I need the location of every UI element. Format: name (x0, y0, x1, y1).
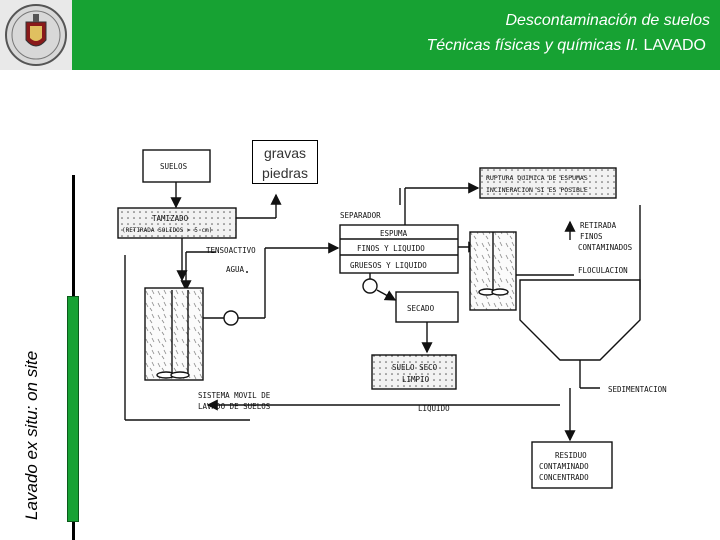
label-sistema-1: SISTEMA MOVIL DE (198, 391, 271, 400)
label-tamizado-sub: (RETIRADA SOLIDOS > 5 cm) (122, 227, 212, 234)
label-secado: SECADO (407, 304, 435, 313)
pump-gruesos-icon (362, 278, 378, 294)
box-separador (339, 224, 459, 274)
logo-container (0, 0, 72, 70)
label-finos: FINOS Y LIQUIDO (357, 244, 425, 253)
label-suelo-seco-1: SUELO SECO (392, 363, 438, 372)
label-sistema-2: LAVADO DE SUELOS (198, 402, 271, 411)
label-liquido: LIQUIDO (418, 404, 450, 413)
header-title-line2-text: Técnicas físicas y químicas II. (426, 37, 639, 54)
label-retirada-3: CONTAMINADOS (578, 243, 633, 252)
label-espuma: ESPUMA (380, 229, 408, 238)
label-agua: AGUA (226, 265, 245, 274)
label-sedimentacion: SEDIMENTACION (608, 385, 667, 394)
tank-sedimentacion (519, 279, 641, 361)
header-title-emphasis: LAVADO (643, 37, 706, 54)
label-residuo-3: CONCENTRADO (539, 473, 589, 482)
label-retirada-2: FINOS (580, 232, 603, 241)
box-suelo-seco (371, 354, 457, 390)
callout-line1: gravas (263, 145, 307, 161)
header-title-line2: Técnicas físicas y químicas II. LAVADO (426, 37, 706, 55)
box-suelos (142, 149, 211, 183)
label-ruptura-1: RUPTURA QUIMICA DE ESPUMAS (486, 174, 588, 182)
box-ruptura (479, 167, 617, 199)
box-tamizado (117, 207, 237, 239)
side-accent-bar (67, 296, 79, 522)
label-tensoactivo: TENSOACTIVO (206, 246, 256, 255)
label-suelo-seco-2: LIMPIO (402, 375, 430, 384)
label-tamizado: TAMIZADO (152, 214, 189, 223)
header-bar: Descontaminación de suelos Técnicas físi… (0, 0, 720, 70)
tank-lavado (144, 287, 204, 381)
label-separador: SEPARADOR (340, 211, 381, 220)
callout-gravas: gravas piedras (252, 140, 318, 184)
pump-icon (223, 310, 239, 326)
label-retirada-1: RETIRADA (580, 221, 617, 230)
label-residuo-1: RESIDUO (555, 451, 587, 460)
label-ruptura-2: INCINERACION SI ES POSIBLE (486, 186, 588, 194)
label-suelos: SUELOS (160, 162, 188, 171)
label-residuo-2: CONTAMINADO (539, 462, 589, 471)
callout-line2: piedras (262, 165, 308, 181)
header-title-line1: Descontaminación de suelos (505, 12, 710, 29)
university-crest-icon (5, 4, 67, 66)
box-residuo (531, 441, 613, 489)
label-floculacion: FLOCULACION (578, 266, 628, 275)
label-gruesos: GRUESOS Y LIQUIDO (350, 261, 427, 270)
